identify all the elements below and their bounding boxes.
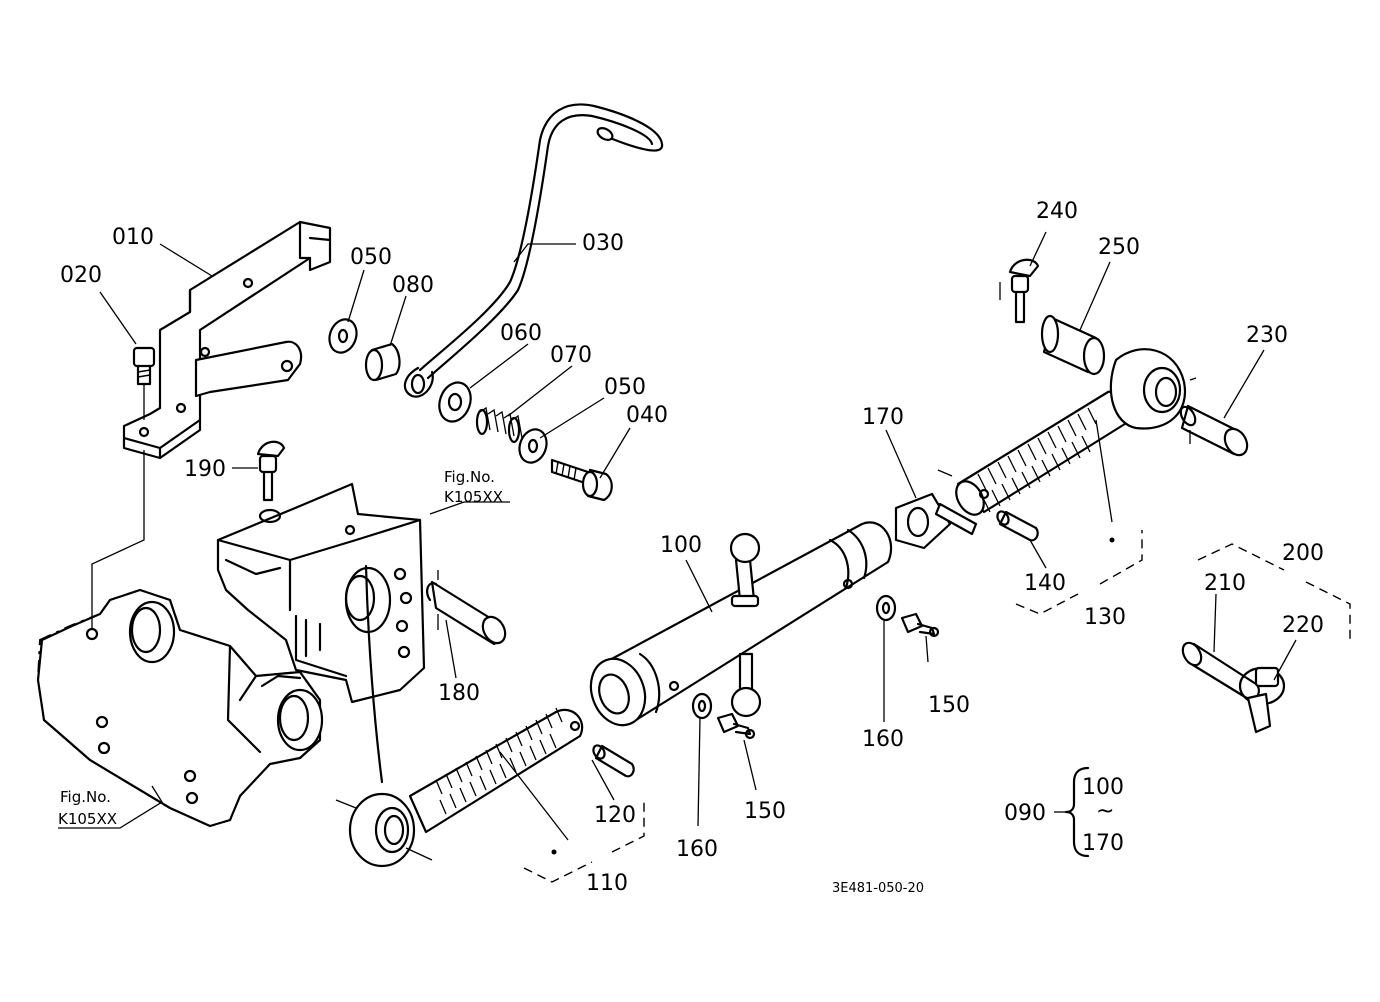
label-030: 030: [582, 231, 624, 256]
bracket-010: [122, 220, 332, 460]
figure-ref-lower-line1: Fig.No.: [60, 788, 111, 806]
label-160-right: 160: [862, 727, 904, 752]
label-050-lower: 050: [604, 375, 646, 400]
clip-220: [1238, 666, 1286, 734]
label-140: 140: [1024, 571, 1066, 596]
washer-160-left: [691, 692, 713, 720]
label-200: 200: [1282, 541, 1324, 566]
assembly-range-tilde: ~: [1096, 799, 1114, 824]
assembly-group-090: 090 100 ~ 170: [1004, 766, 1124, 858]
label-040: 040: [626, 403, 668, 428]
pin-190: [256, 440, 286, 502]
washer-050-lower: [518, 428, 548, 464]
assembly-range-to: 170: [1082, 831, 1124, 856]
pin-210: [1181, 641, 1260, 702]
pin-230: [1179, 404, 1249, 457]
bolt-040: [550, 458, 613, 502]
nipple-150-right: [900, 612, 940, 638]
label-240: 240: [1036, 199, 1078, 224]
pin-180: [426, 570, 507, 646]
figure-ref-upper-line2: K105XX: [444, 488, 503, 506]
assembly-line-010: [91, 450, 145, 630]
nut-170: [894, 492, 978, 550]
threaded-end-130: [937, 348, 1197, 516]
label-130: 130: [1084, 605, 1126, 630]
washer-050-upper: [328, 318, 358, 354]
figure-ref-upper-line1: Fig.No.: [444, 468, 495, 486]
label-020: 020: [60, 263, 102, 288]
group-outline-130: [1015, 530, 1143, 615]
label-150-left: 150: [744, 799, 786, 824]
group-outline-200: [1197, 543, 1351, 644]
washer-060: [438, 381, 472, 423]
pin-140: [996, 510, 1039, 542]
label-080: 080: [392, 273, 434, 298]
assembly-range-from: 100: [1082, 775, 1124, 800]
figure-ref-lower-line2: K105XX: [58, 810, 117, 828]
drawing-code: 3E481-050-20: [832, 881, 924, 896]
spacer-250: [1040, 314, 1106, 376]
label-250: 250: [1098, 235, 1140, 260]
label-150-right: 150: [928, 693, 970, 718]
label-060: 060: [500, 321, 542, 346]
label-190: 190: [184, 457, 226, 482]
assembly-label: 090: [1004, 801, 1046, 826]
part-labels: 010 020 030 050 080 060 070 050 040 190 …: [60, 199, 1324, 896]
pin-120: [592, 744, 635, 778]
mount-plate: [36, 588, 324, 828]
pin-240: [999, 258, 1040, 324]
label-160-left: 160: [676, 837, 718, 862]
wire: [364, 564, 384, 784]
label-220: 220: [1282, 613, 1324, 638]
label-170: 170: [862, 405, 904, 430]
label-210: 210: [1204, 571, 1246, 596]
spring-070: [475, 406, 523, 444]
label-110: 110: [586, 871, 628, 896]
handle-rod-030: [403, 103, 664, 398]
washer-160-right: [875, 594, 897, 622]
label-120: 120: [594, 803, 636, 828]
label-180: 180: [438, 681, 480, 706]
label-050-upper: 050: [350, 245, 392, 270]
nipple-150-left: [716, 712, 756, 740]
figure-ref-lower: Fig.No. K105XX: [58, 788, 117, 828]
label-010: 010: [112, 225, 154, 250]
group-outline-110: [523, 800, 645, 883]
tube-100: [589, 521, 893, 727]
leader-lines: [58, 231, 1297, 855]
bolt-020: [132, 346, 156, 420]
label-070: 070: [550, 343, 592, 368]
label-230: 230: [1246, 323, 1288, 348]
spacer-080: [364, 342, 401, 382]
label-100: 100: [660, 533, 702, 558]
top-link-bracket: [216, 482, 426, 704]
threaded-end-110: [335, 707, 584, 868]
figure-ref-upper: Fig.No. K105XX: [444, 468, 503, 506]
